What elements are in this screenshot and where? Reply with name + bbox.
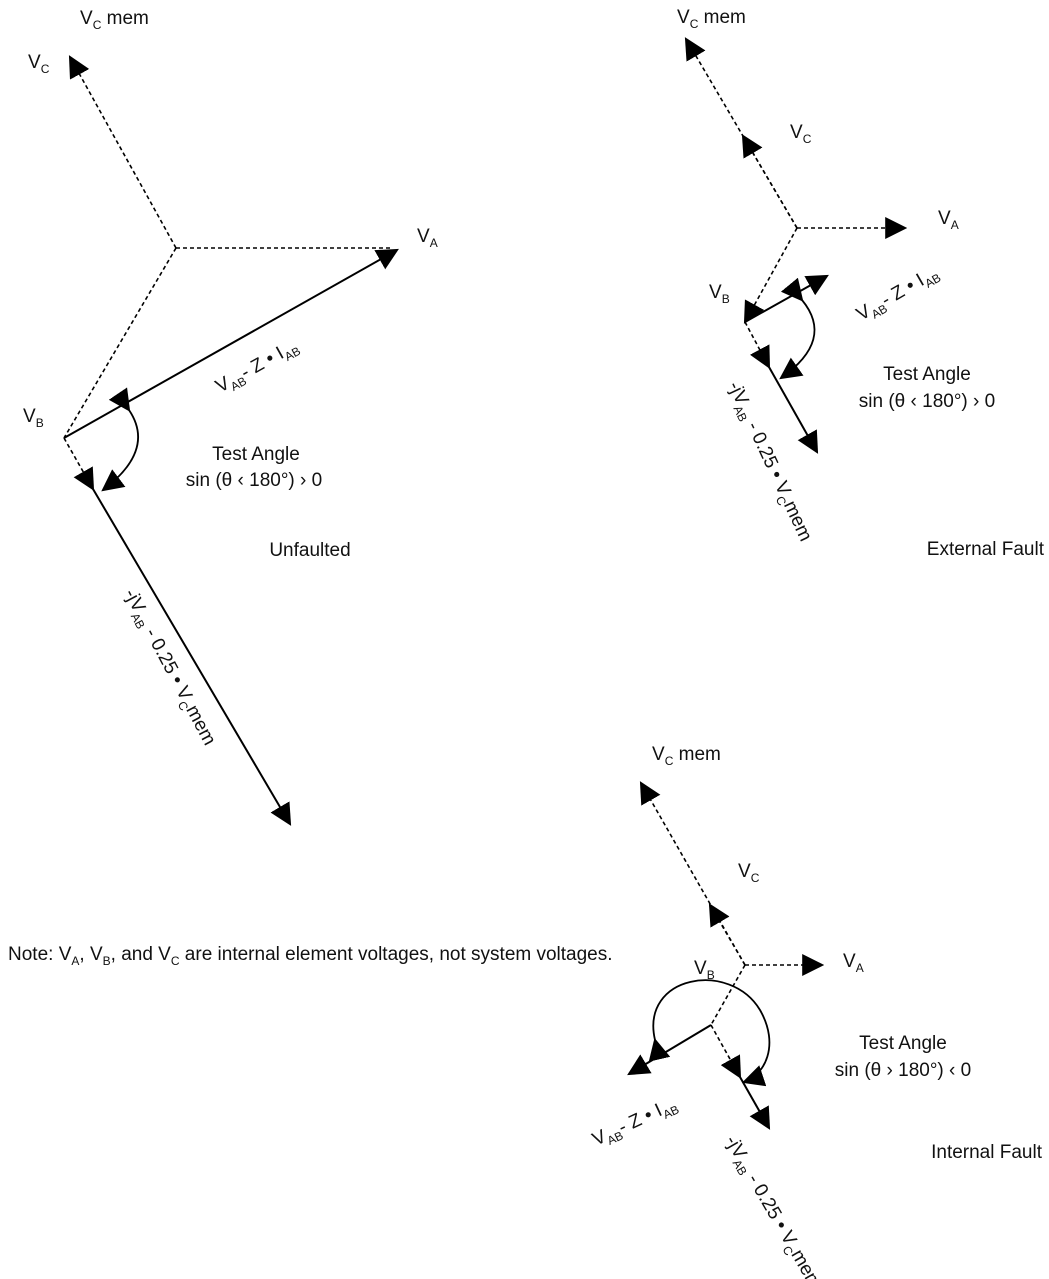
- test-angle-title: Test Angle: [212, 444, 300, 465]
- vab-zi-label: VAB- Z • IAB: [853, 262, 943, 328]
- test-angle-condition: sin (θ ‹ 180°) › 0: [186, 470, 322, 491]
- vc-mem-label: VC mem: [652, 744, 721, 768]
- polarizing-label: -jVAB - 0.25 • VCmem: [721, 378, 816, 546]
- jvab-short-phasor: [744, 321, 771, 369]
- vc-label: VC: [790, 122, 812, 146]
- test-angle-condition: sin (θ › 180°) ‹ 0: [835, 1060, 971, 1081]
- note-text: Note: VA, VB, and VC are internal elemen…: [8, 944, 613, 968]
- internal-fault-diagram: VC mem VC VA VB VAB- Z • IAB -jVAB - 0.2…: [589, 744, 1042, 1279]
- test-angle-title: Test Angle: [859, 1033, 947, 1054]
- internal-fault-caption: Internal Fault: [931, 1142, 1043, 1163]
- test-angle-title: Test Angle: [883, 364, 971, 385]
- vb-label: VB: [709, 282, 730, 306]
- vab-zi-label: VAB- Z • IAB: [589, 1093, 681, 1153]
- vc-mem-phasor: [684, 37, 798, 229]
- vb-phasor: [63, 247, 177, 439]
- test-angle-arc: [779, 277, 816, 380]
- vb-phasor: [710, 964, 746, 1026]
- vab-zi-phasor: [63, 248, 399, 439]
- vab-zi-phasor: [627, 1024, 712, 1076]
- polarizing-label: -jVAB - 0.25 • VCmem: [718, 1132, 826, 1279]
- vab-zi-phasor: [744, 274, 829, 323]
- vc-mem-label: VC mem: [677, 7, 746, 31]
- polarizing-phasor: [768, 366, 819, 454]
- external-fault-diagram: VC mem VC VA VB VAB- Z • IAB -jVAB - 0.2…: [677, 7, 1045, 560]
- vc-label: VC: [28, 52, 50, 76]
- external-fault-caption: External Fault: [927, 539, 1045, 560]
- vc-label: VC: [738, 861, 760, 885]
- vc-mem-label: VC mem: [80, 8, 149, 32]
- vab-zi-label: VAB- Z • IAB: [212, 335, 303, 400]
- va-label: VA: [938, 208, 959, 232]
- vc-mem-phasor: [68, 55, 177, 249]
- test-angle-condition: sin (θ ‹ 180°) › 0: [859, 391, 995, 412]
- polarizing-phasor: [92, 488, 292, 826]
- unfaulted-diagram: VC mem VC VA VB VAB- Z • IAB -jVAB - 0.2…: [23, 8, 438, 826]
- test-angle-arc: [101, 387, 139, 492]
- polarizing-label: -jVAB - 0.25 • VCmem: [117, 585, 220, 750]
- vc-short-marker: [708, 903, 746, 966]
- polarizing-phasor: [739, 1076, 771, 1130]
- vc-short-marker: [741, 134, 798, 229]
- va-label: VA: [843, 951, 864, 975]
- vb-phasor: [743, 227, 798, 324]
- vb-label: VB: [694, 958, 715, 982]
- va-label: VA: [417, 226, 438, 250]
- unfaulted-caption: Unfaulted: [269, 540, 350, 561]
- test-angle-arc: [648, 979, 771, 1087]
- vb-label: VB: [23, 406, 44, 430]
- jvab-short-phasor: [63, 437, 95, 491]
- jvab-short-phasor: [710, 1024, 742, 1079]
